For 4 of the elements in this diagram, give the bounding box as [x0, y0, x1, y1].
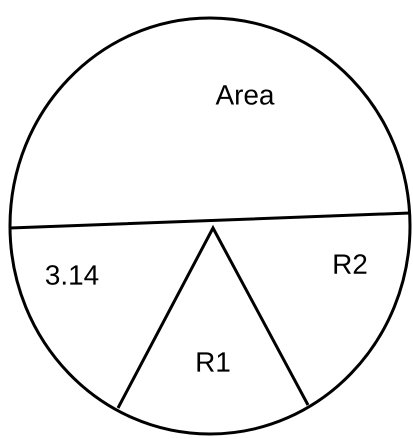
- area-label: Area: [216, 85, 274, 105]
- radius-squared-label: R2: [334, 254, 366, 274]
- radius-label: R1: [197, 352, 230, 372]
- pi-label: 3.14: [46, 265, 98, 285]
